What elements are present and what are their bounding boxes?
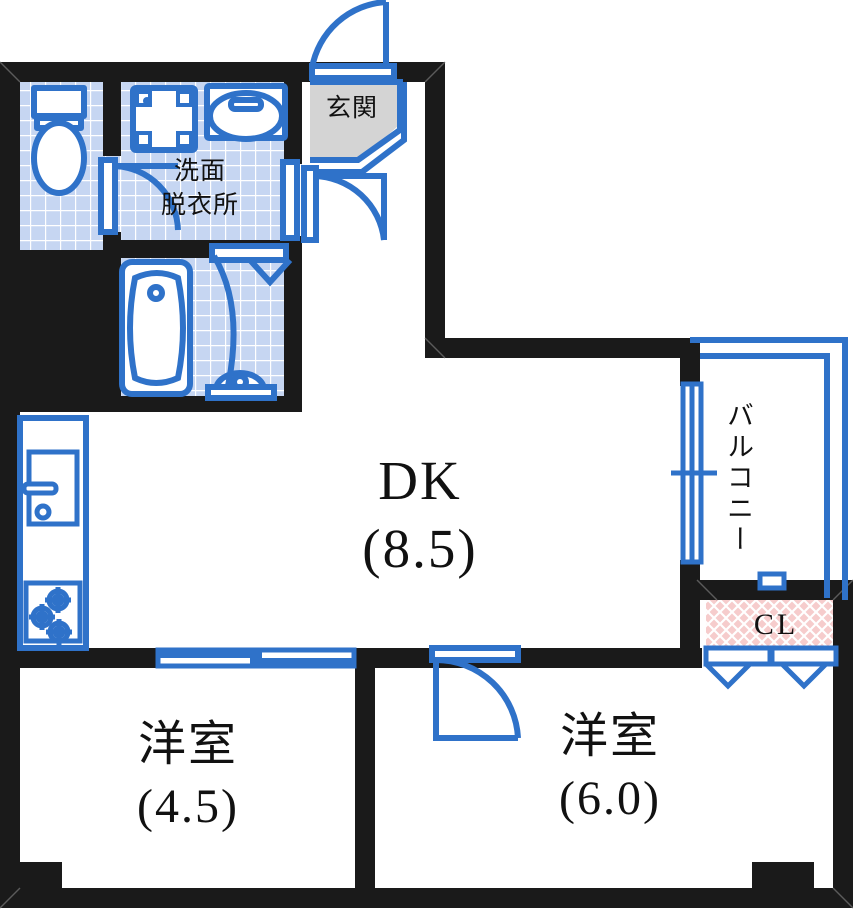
entrance-floor: [310, 80, 398, 160]
gas-stove-three-burner: [23, 580, 83, 645]
bedroom-60-door: [429, 645, 521, 741]
entrance-door: [309, 0, 397, 81]
entrance-step-edge: [310, 79, 407, 175]
closet-floor: [706, 598, 846, 650]
washroom-door: [280, 159, 300, 241]
wall-corner-bevels: [0, 61, 853, 909]
kitchen-counter: [17, 415, 89, 651]
toilet-door: [98, 157, 181, 235]
balcony-sliding-door: [671, 381, 717, 565]
washing-machine-pan: [130, 85, 198, 153]
kitchen-sink-fixture: [21, 449, 80, 527]
vanity-sink-fixture: [204, 83, 288, 142]
bedroom-45-sliding-door: [155, 647, 357, 669]
closet-folding-doors: [703, 645, 839, 690]
bathroom-door: [209, 243, 293, 387]
toilet-fixture: [31, 85, 87, 196]
walls: [0, 62, 853, 908]
balcony-railing: [690, 337, 848, 600]
closet-vent: [757, 571, 787, 591]
bathtub-fixture: [119, 259, 193, 397]
entrance-inner-door: [301, 165, 387, 243]
